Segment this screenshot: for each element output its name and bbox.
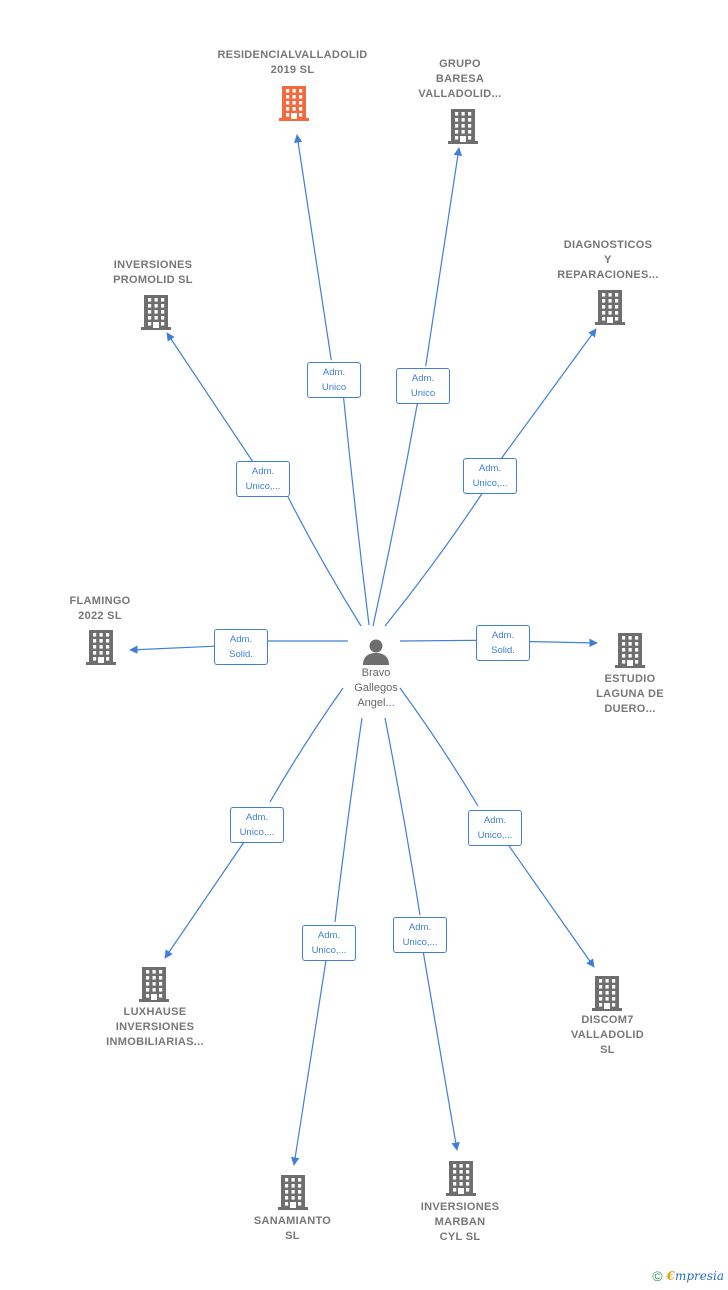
- edge-role-to-company-discom7: [504, 840, 595, 968]
- edge-role-to-company-residencial: [293, 134, 332, 361]
- role-badge-discom7[interactable]: Adm. Unico,...: [468, 810, 522, 846]
- company-name: INVERSIONES PROMOLID SL: [113, 259, 193, 286]
- role-badge-residencial[interactable]: Adm. Unico: [307, 362, 361, 398]
- brand-logo[interactable]: €mpresia: [666, 1269, 724, 1283]
- person-icon: [363, 639, 389, 665]
- role-badge-baresa[interactable]: Adm. Unico: [396, 368, 450, 404]
- company-node-sanamianto[interactable]: SANAMIANTO SL: [240, 1175, 345, 1244]
- edge-role-to-company-estudio: [520, 638, 598, 648]
- copyright-symbol: ©: [652, 1268, 663, 1284]
- edge-role-to-company-diagnosticos: [500, 328, 597, 460]
- person-node[interactable]: Bravo Gallegos Angel...: [336, 636, 416, 711]
- role-badge-marban[interactable]: Adm. Unico,...: [393, 917, 447, 953]
- footer-brand: © €mpresia: [652, 1268, 724, 1284]
- building-icon: [279, 86, 309, 121]
- company-name: RESIDENCIALVALLADOLID 2019 SL: [217, 49, 368, 76]
- building-icon: [592, 976, 622, 1011]
- edge-person-to-role-residencial: [342, 391, 370, 626]
- building-icon: [141, 295, 171, 330]
- edge-person-to-role-discom7: [399, 687, 479, 807]
- building-icon: [278, 1175, 308, 1210]
- company-name: FLAMINGO 2022 SL: [69, 595, 131, 622]
- edge-role-to-company-flamingo: [129, 645, 224, 654]
- building-icon: [446, 1161, 476, 1196]
- company-node-promolid[interactable]: INVERSIONES PROMOLID SL: [98, 258, 208, 330]
- building-icon: [86, 630, 116, 665]
- building-icon: [595, 290, 625, 325]
- company-node-residencial[interactable]: RESIDENCIALVALLADOLID 2019 SL: [210, 48, 375, 121]
- edge-person-to-role-baresa: [372, 399, 419, 627]
- building-icon: [448, 109, 478, 144]
- edge-role-to-company-marban: [422, 950, 460, 1151]
- edge-person-to-role-promolid: [286, 494, 362, 627]
- edge-role-to-company-promolid: [166, 332, 254, 463]
- edge-person-to-role-diagnosticos: [384, 491, 484, 627]
- role-badge-promolid[interactable]: Adm. Unico,...: [236, 461, 290, 497]
- company-node-diagnosticos[interactable]: DIAGNOSTICOS Y REPARACIONES...: [548, 238, 668, 325]
- edge-role-to-company-sanamianto: [291, 958, 327, 1166]
- company-node-marban[interactable]: INVERSIONES MARBAN CYL SL: [410, 1161, 510, 1245]
- person-name: Bravo Gallegos Angel...: [354, 667, 398, 709]
- role-badge-sanamianto[interactable]: Adm. Unico,...: [302, 925, 356, 961]
- role-badge-flamingo[interactable]: Adm. Solid.: [214, 629, 268, 665]
- edge-person-to-role-sanamianto: [334, 717, 363, 923]
- edge-person-to-role-marban: [384, 717, 421, 916]
- company-name: DIAGNOSTICOS Y REPARACIONES...: [557, 239, 659, 281]
- role-badge-estudio[interactable]: Adm. Solid.: [476, 625, 530, 661]
- company-name: ESTUDIO LAGUNA DE DUERO...: [596, 673, 664, 715]
- edge-person-to-role-luxhause: [269, 687, 344, 803]
- company-node-flamingo[interactable]: FLAMINGO 2022 SL: [55, 594, 145, 665]
- building-icon: [139, 967, 169, 1002]
- company-name: DISCOM7 VALLADOLID SL: [570, 1014, 645, 1056]
- building-icon: [615, 633, 645, 668]
- company-node-luxhause[interactable]: LUXHAUSE INVERSIONES INMOBILIARIAS...: [95, 967, 215, 1050]
- role-badge-diagnosticos[interactable]: Adm. Unico,...: [463, 458, 517, 494]
- company-name: LUXHAUSE INVERSIONES INMOBILIARIAS...: [106, 1006, 204, 1048]
- edge-role-to-company-baresa: [425, 147, 463, 367]
- company-name: SANAMIANTO SL: [253, 1215, 332, 1242]
- company-node-baresa[interactable]: GRUPO BARESA VALLADOLID...: [405, 57, 515, 144]
- edge-role-to-company-luxhause: [164, 837, 248, 959]
- company-node-discom7[interactable]: DISCOM7 VALLADOLID SL: [560, 976, 655, 1058]
- company-node-estudio[interactable]: ESTUDIO LAGUNA DE DUERO...: [580, 633, 680, 717]
- company-name: GRUPO BARESA VALLADOLID...: [418, 58, 502, 100]
- company-name: INVERSIONES MARBAN CYL SL: [420, 1201, 500, 1243]
- role-badge-luxhause[interactable]: Adm. Unico,...: [230, 807, 284, 843]
